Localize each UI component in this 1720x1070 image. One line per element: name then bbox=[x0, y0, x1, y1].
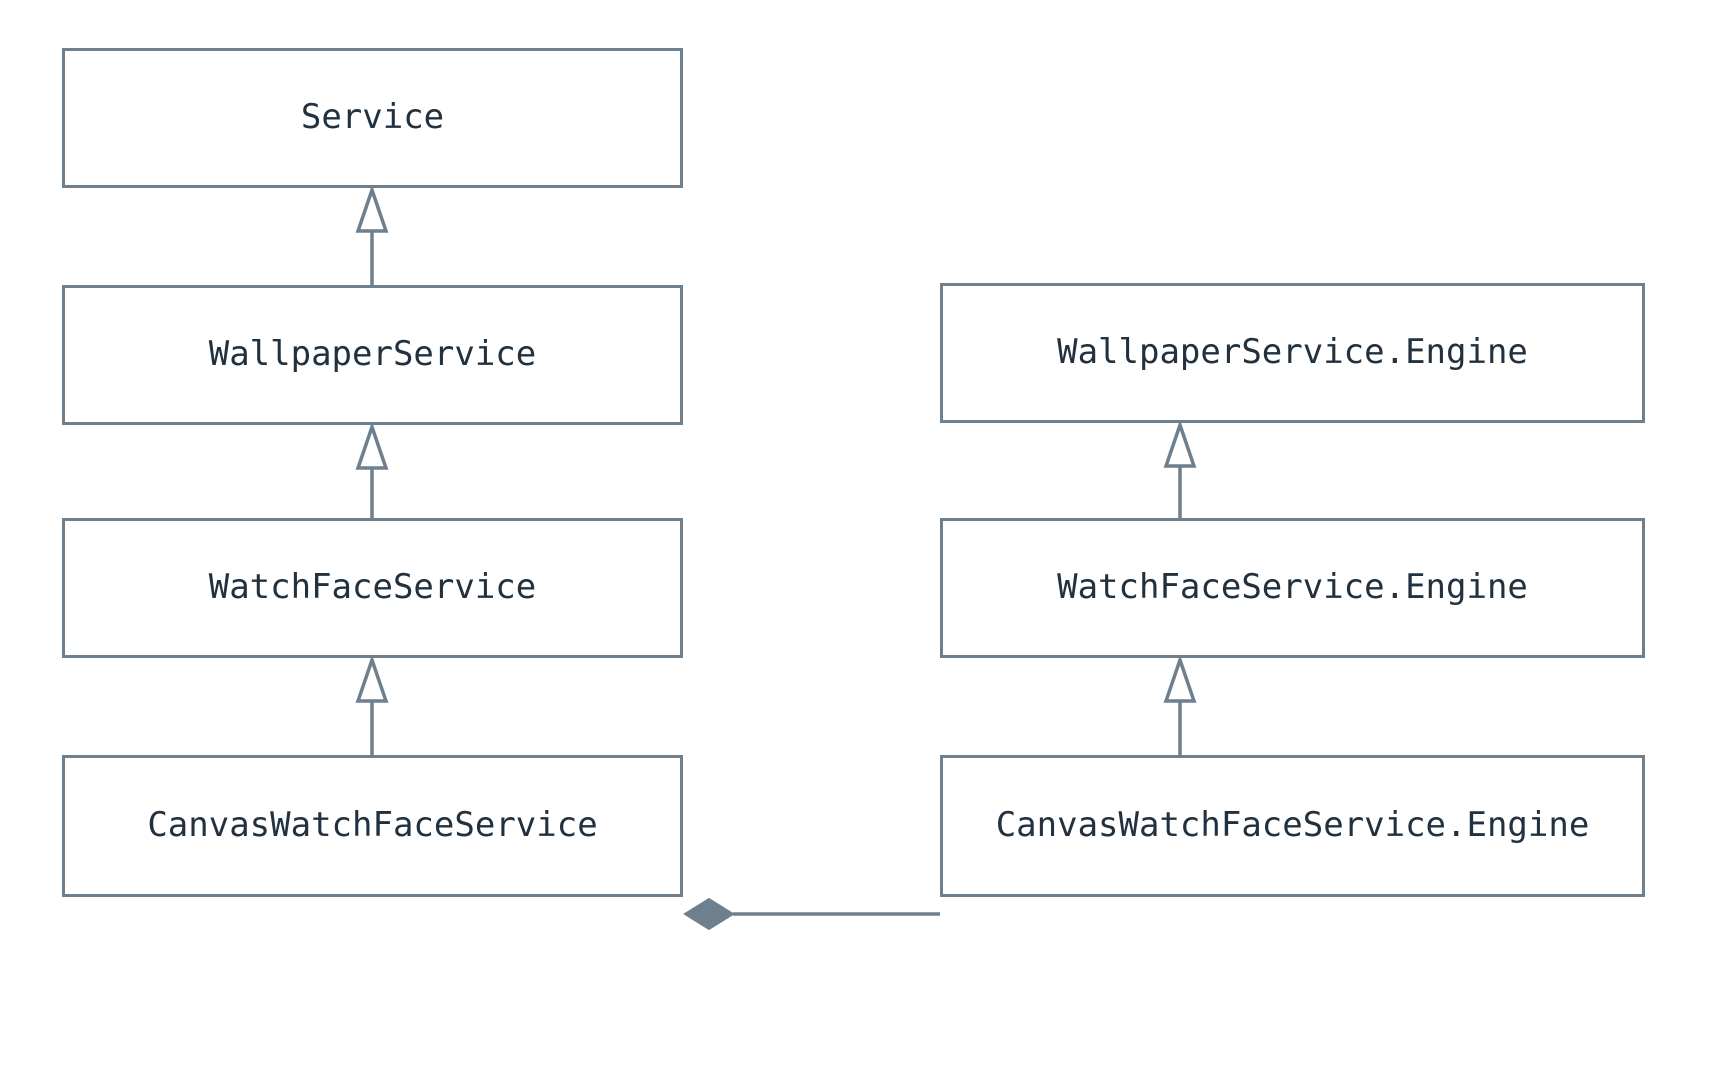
generalization-watchfaceserviceengine-to-wallpaperserviceengine bbox=[1163, 419, 1197, 518]
hollow-triangle-arrowhead-icon bbox=[355, 421, 389, 470]
class-name-label: WatchFaceService.Engine bbox=[1057, 567, 1528, 608]
class-box-service[interactable]: Service bbox=[62, 48, 683, 188]
class-box-wallpaperservice-engine[interactable]: WallpaperService.Engine bbox=[940, 283, 1645, 423]
generalization-canvaswatchfaceservice-to-watchfaceservice bbox=[355, 654, 389, 755]
class-box-wallpaperservice[interactable]: WallpaperService bbox=[62, 285, 683, 425]
filled-diamond-icon bbox=[683, 897, 735, 931]
class-name-label: WallpaperService.Engine bbox=[1057, 332, 1528, 373]
class-name-label: WatchFaceService bbox=[208, 567, 537, 608]
hollow-triangle-arrowhead-icon bbox=[1163, 654, 1197, 703]
generalization-wallpaperservice-to-service bbox=[355, 184, 389, 285]
class-name-label: CanvasWatchFaceService bbox=[147, 805, 598, 846]
class-name-label: WallpaperService bbox=[208, 334, 537, 375]
generalization-canvaswatchfaceserviceengine-to-watchfaceserviceengine bbox=[1163, 654, 1197, 755]
hollow-triangle-arrowhead-icon bbox=[355, 654, 389, 703]
class-name-label: Service bbox=[300, 97, 445, 138]
generalization-watchfaceservice-to-wallpaperservice bbox=[355, 421, 389, 518]
class-box-watchfaceservice[interactable]: WatchFaceService bbox=[62, 518, 683, 658]
hollow-triangle-arrowhead-icon bbox=[1163, 419, 1197, 468]
class-box-watchfaceservice-engine[interactable]: WatchFaceService.Engine bbox=[940, 518, 1645, 658]
class-box-canvaswatchfaceservice-engine[interactable]: CanvasWatchFaceService.Engine bbox=[940, 755, 1645, 897]
class-box-canvaswatchfaceservice[interactable]: CanvasWatchFaceService bbox=[62, 755, 683, 897]
class-name-label: CanvasWatchFaceService.Engine bbox=[995, 805, 1590, 846]
composition-canvaswatchfaceservice-to-canvaswatchfaceserviceengine bbox=[683, 897, 940, 931]
hollow-triangle-arrowhead-icon bbox=[355, 184, 389, 233]
